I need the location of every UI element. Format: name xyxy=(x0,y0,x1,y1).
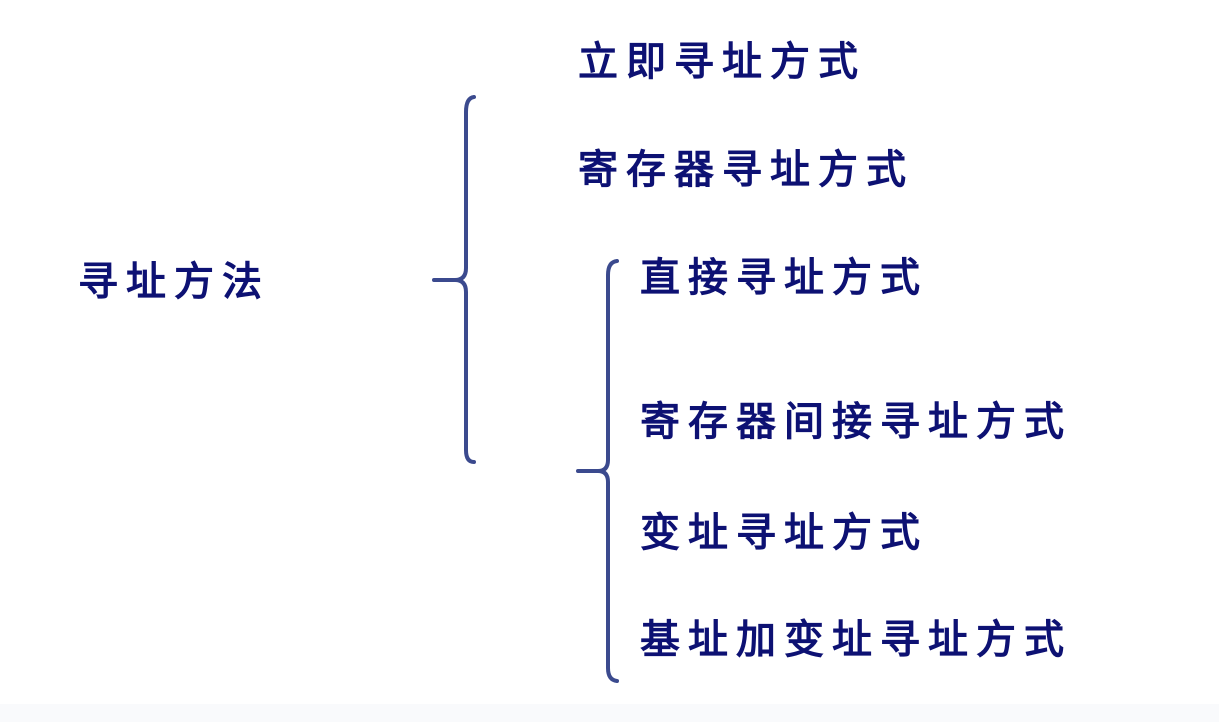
level1-item-register: 寄存器寻址方式 xyxy=(578,146,914,193)
level2-item-direct: 直接寻址方式 xyxy=(640,254,928,301)
level2-item-register-indirect: 寄存器间接寻址方式 xyxy=(640,398,1072,445)
level2-item-indexed: 变址寻址方式 xyxy=(640,509,928,556)
bottom-band xyxy=(0,704,1219,722)
inner-brace xyxy=(576,259,619,683)
level1-item-immediate: 立即寻址方式 xyxy=(578,38,866,85)
root-label: 寻址方法 xyxy=(78,258,270,305)
level2-item-based-indexed: 基址加变址寻址方式 xyxy=(640,616,1072,663)
outer-brace xyxy=(432,95,476,464)
